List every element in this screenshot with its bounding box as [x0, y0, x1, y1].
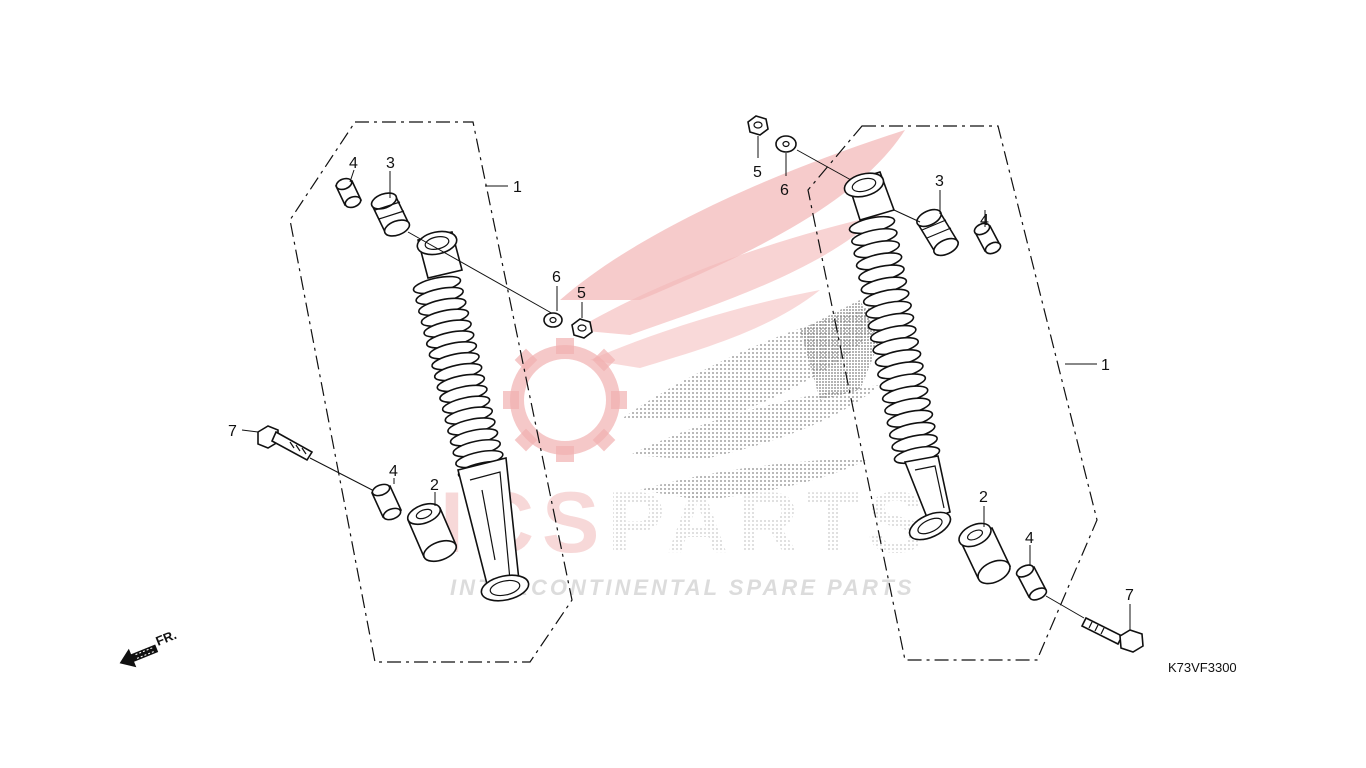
right-bolt	[1080, 616, 1144, 653]
callout-right-nut: 5	[753, 164, 762, 181]
front-label: FR.	[154, 627, 179, 649]
callout-left-bolt: 7	[228, 423, 237, 440]
callout-right-collar-bottom: 4	[1025, 530, 1034, 547]
callout-left-collar-bottom: 4	[389, 463, 398, 480]
left-bolt	[257, 425, 314, 462]
left-assembly-outline	[289, 121, 573, 663]
right-collar-bottom	[1015, 564, 1048, 601]
callout-right-shock: 1	[1101, 357, 1110, 374]
left-shock-assembly: 4 3 1 6 5 7 4 2	[228, 121, 593, 663]
callout-left-washer: 6	[552, 269, 561, 286]
left-rubber-bush-bottom	[406, 502, 458, 563]
callout-left-collar-top: 4	[349, 155, 358, 172]
right-shock-absorber	[843, 171, 952, 541]
left-collar-top	[334, 177, 363, 209]
right-washer	[775, 135, 797, 153]
callout-right-bolt: 7	[1125, 587, 1134, 604]
left-collar-bottom	[370, 483, 403, 521]
callout-right-rubber-bush-bottom: 2	[979, 489, 988, 506]
diagram-code: K73VF3300	[1168, 660, 1237, 675]
callout-right-collar-top: 4	[980, 212, 989, 229]
left-washer	[543, 312, 563, 328]
right-shock-assembly: 5 6 3 4 1 2 4 7	[747, 115, 1144, 661]
callout-left-shock: 1	[513, 179, 522, 196]
callout-left-rubber-bush-top: 3	[386, 155, 395, 172]
watermark-wing-logo	[503, 130, 905, 500]
front-arrow-icon	[119, 644, 159, 668]
callout-right-rubber-bush-top: 3	[935, 173, 944, 190]
callout-left-nut: 5	[577, 285, 586, 302]
right-collar-top	[973, 222, 1002, 255]
left-shock-absorber	[412, 230, 530, 602]
left-nut	[571, 318, 593, 339]
callout-right-washer: 6	[780, 182, 789, 199]
right-assembly-outline	[807, 125, 1098, 661]
right-rubber-bush-bottom	[958, 522, 1012, 585]
watermark-brand: ICSPARTS	[440, 475, 932, 571]
left-rubber-bush-top	[370, 192, 411, 237]
callout-left-rubber-bush-bottom: 2	[430, 477, 439, 494]
right-rubber-bush-top	[916, 208, 960, 257]
front-direction-indicator: FR.	[119, 627, 179, 668]
right-nut	[747, 115, 769, 136]
